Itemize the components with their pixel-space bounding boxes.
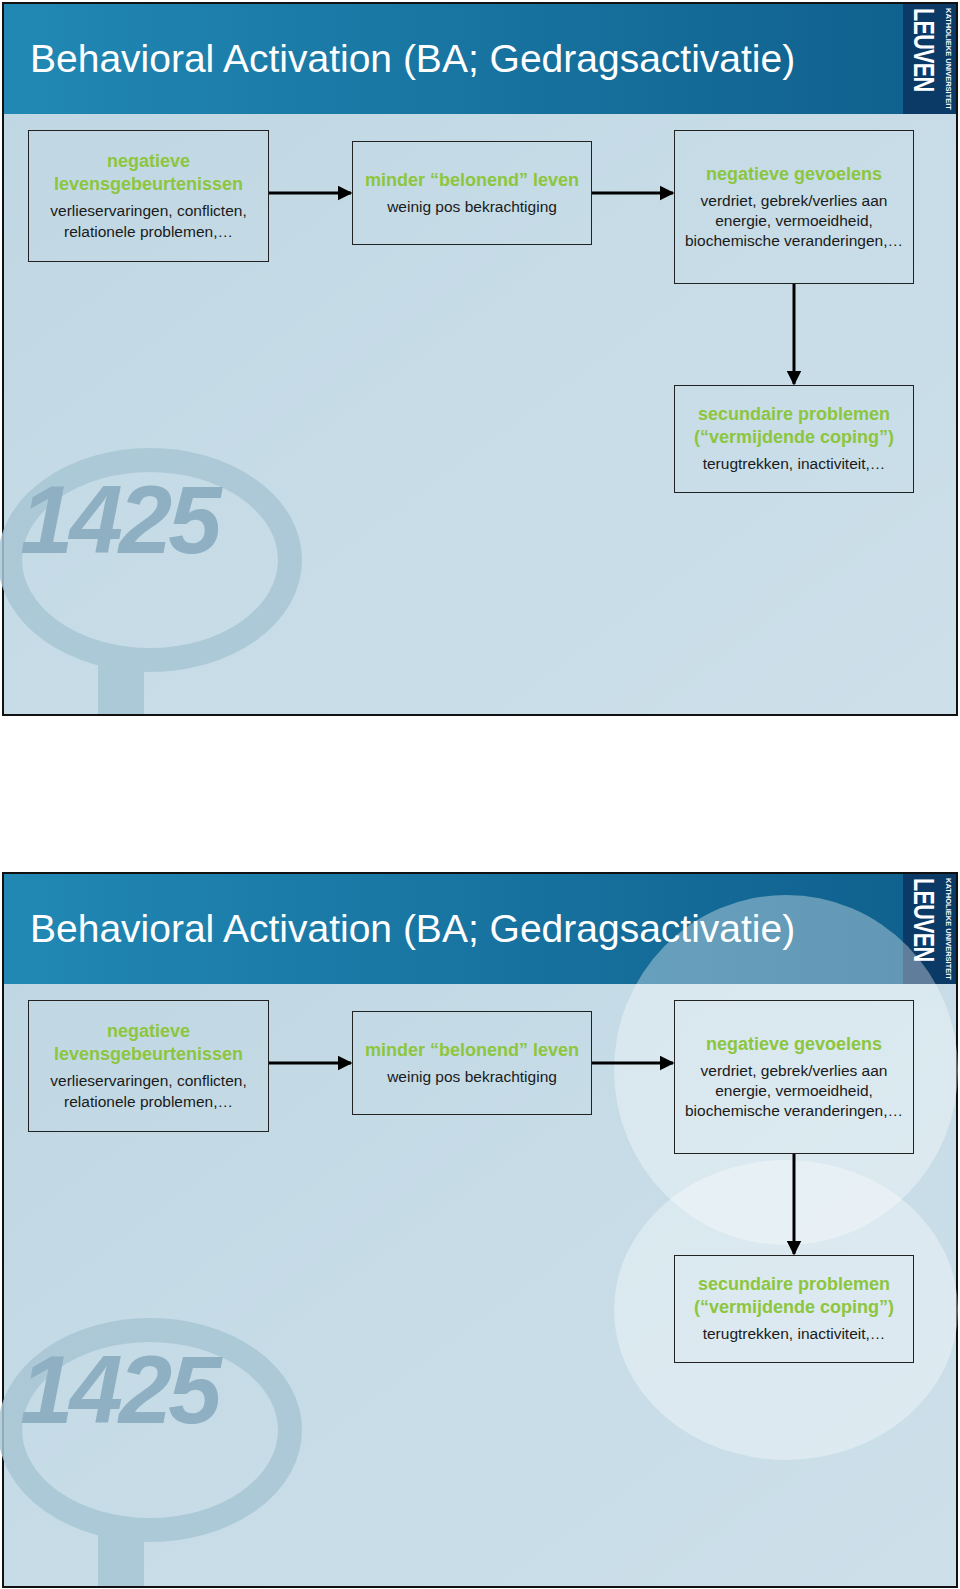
process-box: negatieve levensgebeurtenissen verlieserv… [28, 1000, 269, 1132]
box-heading: minder “belonend” leven [365, 169, 579, 192]
highlight-circle [614, 1160, 958, 1460]
box-heading: secundaire problemen (“vermijdende copin… [683, 403, 905, 448]
box-body: terugtrekken, inactiviteit,… [703, 1324, 886, 1344]
logo-panel [903, 4, 956, 114]
slide-frame [3, 873, 957, 1587]
process-box: negatieve gevoelens verdriet, gebrek/verl… [674, 130, 914, 284]
watermark-number: 1425 [20, 1340, 218, 1440]
slide-title: Behavioral Activation (BA; Gedragsactiva… [30, 36, 795, 82]
slide-2 [3, 873, 958, 1587]
box-heading: negatieve levensgebeurtenissen [37, 150, 260, 195]
watermark-number: 1425 [20, 470, 218, 570]
box-heading: secundaire problemen (“vermijdende copin… [683, 1273, 905, 1318]
box-body: verlieservaringen, conflicten, relatione… [37, 201, 260, 241]
box-heading: negatieve gevoelens [706, 1033, 882, 1056]
box-body: weinig pos bekrachtiging [387, 1067, 557, 1087]
arrow-connector [793, 1154, 796, 1254]
arrow-connector [592, 192, 673, 195]
key-watermark [10, 460, 290, 714]
arrow-connector [793, 284, 796, 384]
logo-text: KATHOLIEKE UNIVERSITEIT [944, 878, 953, 980]
process-box: secundaire problemen (“vermijdende copin… [674, 1255, 914, 1363]
process-box: negatieve levensgebeurtenissen verlieserv… [28, 130, 269, 262]
slide-frame [3, 3, 957, 715]
logo-text: LEUVEN [909, 8, 939, 91]
process-box: secundaire problemen (“vermijdende copin… [674, 385, 914, 493]
slide-1 [3, 3, 957, 715]
arrow-connector [592, 1062, 673, 1065]
box-body: verlieservaringen, conflicten, relatione… [37, 1071, 260, 1111]
arrow-connector [269, 1062, 351, 1065]
process-box: minder “belonend” leven weinig pos bekrac… [352, 141, 592, 245]
title-bar [4, 4, 956, 114]
box-body: verdriet, gebrek/verlies aan energie, ve… [683, 191, 905, 251]
key-watermark [10, 1330, 290, 1586]
box-heading: negatieve levensgebeurtenissen [37, 1020, 260, 1065]
box-heading: negatieve gevoelens [706, 163, 882, 186]
box-body: weinig pos bekrachtiging [387, 197, 557, 217]
box-body: terugtrekken, inactiviteit,… [703, 454, 886, 474]
slide-title: Behavioral Activation (BA; Gedragsactiva… [30, 906, 795, 952]
process-box: negatieve gevoelens verdriet, gebrek/verl… [674, 1000, 914, 1154]
logo-text: LEUVEN [909, 878, 939, 961]
box-heading: minder “belonend” leven [365, 1039, 579, 1062]
arrow-connector [269, 192, 351, 195]
box-body: verdriet, gebrek/verlies aan energie, ve… [683, 1061, 905, 1121]
logo-text: KATHOLIEKE UNIVERSITEIT [944, 8, 953, 110]
process-box: minder “belonend” leven weinig pos bekrac… [352, 1011, 592, 1115]
